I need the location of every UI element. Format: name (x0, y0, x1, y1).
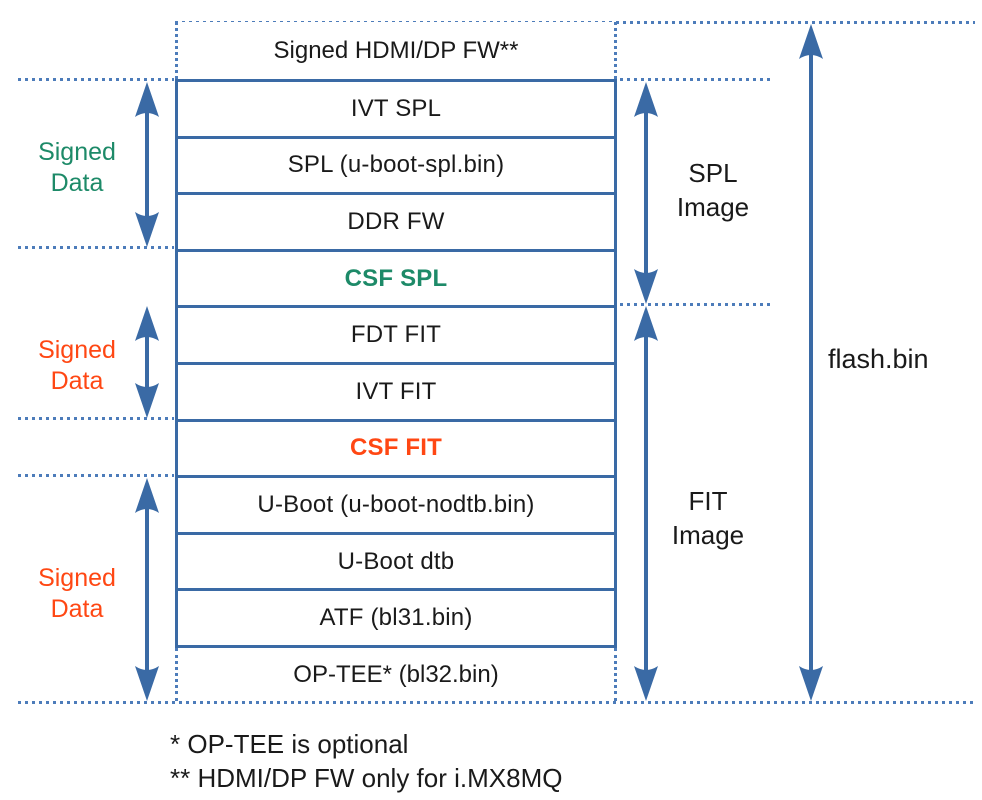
row-label: IVT SPL (350, 94, 442, 122)
signed-data-fit-body-arrow-icon (135, 478, 159, 701)
row-label: ATF (bl31.bin) (319, 604, 473, 632)
row-label: OP-TEE* (bl32.bin) (293, 660, 499, 688)
row-u-boot-dtb: U-Boot dtb (178, 535, 614, 592)
row-label: Signed HDMI/DP FW** (273, 36, 519, 64)
row-label: IVT FIT (355, 377, 437, 405)
row-label: CSF FIT (349, 434, 443, 462)
footnotes: * OP-TEE is optional ** HDMI/DP FW only … (170, 727, 562, 795)
label-line: Data (50, 595, 104, 623)
spl-image-arrow-icon (634, 82, 658, 304)
label-line: FIT (688, 486, 728, 516)
dotted-line-fdt-fit-right (620, 303, 772, 306)
fit-image-arrow-icon (634, 306, 658, 701)
signed-data-fit-header-arrow-icon (135, 306, 159, 418)
label-line: Signed (38, 564, 116, 592)
label-line: Signed (38, 336, 116, 364)
row-csf-fit: CSF FIT (178, 422, 614, 479)
dotted-line-uboot-left (18, 474, 174, 477)
row-csf-spl: CSF SPL (178, 252, 614, 309)
row-label: FDT FIT (350, 321, 442, 349)
label-line: Image (671, 520, 745, 550)
footnote-op-tee: * OP-TEE is optional (170, 729, 409, 759)
row-ddr-fw: DDR FW (178, 195, 614, 252)
row-u-boot: U-Boot (u-boot-nodtb.bin) (178, 478, 614, 535)
signed-data-label-fit-body: Signed Data (17, 563, 137, 625)
row-label: U-Boot (u-boot-nodtb.bin) (257, 490, 535, 518)
row-signed-hdmi-dp-fw: Signed HDMI/DP FW** (175, 22, 617, 79)
signed-data-spl-arrow-icon (135, 82, 159, 247)
label-line: Image (676, 192, 750, 222)
row-ivt-spl: IVT SPL (178, 82, 614, 139)
row-atf: ATF (bl31.bin) (178, 591, 614, 645)
label-line: Signed (38, 138, 116, 166)
row-ivt-fit: IVT FIT (178, 365, 614, 422)
row-label: CSF SPL (344, 264, 448, 292)
label-line: Data (50, 169, 104, 197)
signed-data-label-fit-header: Signed Data (17, 335, 137, 397)
row-label: U-Boot dtb (337, 547, 455, 575)
dotted-line-ivt-spl-left (18, 78, 174, 81)
row-label: SPL (u-boot-spl.bin) (287, 151, 505, 179)
dotted-line-csf-fit-left (18, 417, 174, 420)
flash-bin-label: flash.bin (828, 344, 929, 374)
row-spl: SPL (u-boot-spl.bin) (178, 139, 614, 196)
dotted-line-csf-spl-left (18, 246, 174, 249)
label-line: SPL (688, 158, 738, 188)
boot-image-stack: IVT SPL SPL (u-boot-spl.bin) DDR FW CSF … (175, 79, 617, 648)
spl-image-label: SPL Image (643, 156, 783, 224)
row-label: DDR FW (347, 207, 445, 235)
footnote-hdmi: ** HDMI/DP FW only for i.MX8MQ (170, 763, 563, 793)
fit-image-label: FIT Image (638, 484, 778, 552)
row-fdt-fit: FDT FIT (178, 308, 614, 365)
signed-data-label-spl: Signed Data (17, 137, 137, 199)
dotted-line-bottom (18, 701, 975, 704)
row-op-tee: OP-TEE* (bl32.bin) (175, 648, 617, 701)
dotted-line-ivt-spl-right (620, 78, 772, 81)
label-line: Data (50, 367, 104, 395)
flash-bin-arrow-icon (799, 24, 823, 701)
